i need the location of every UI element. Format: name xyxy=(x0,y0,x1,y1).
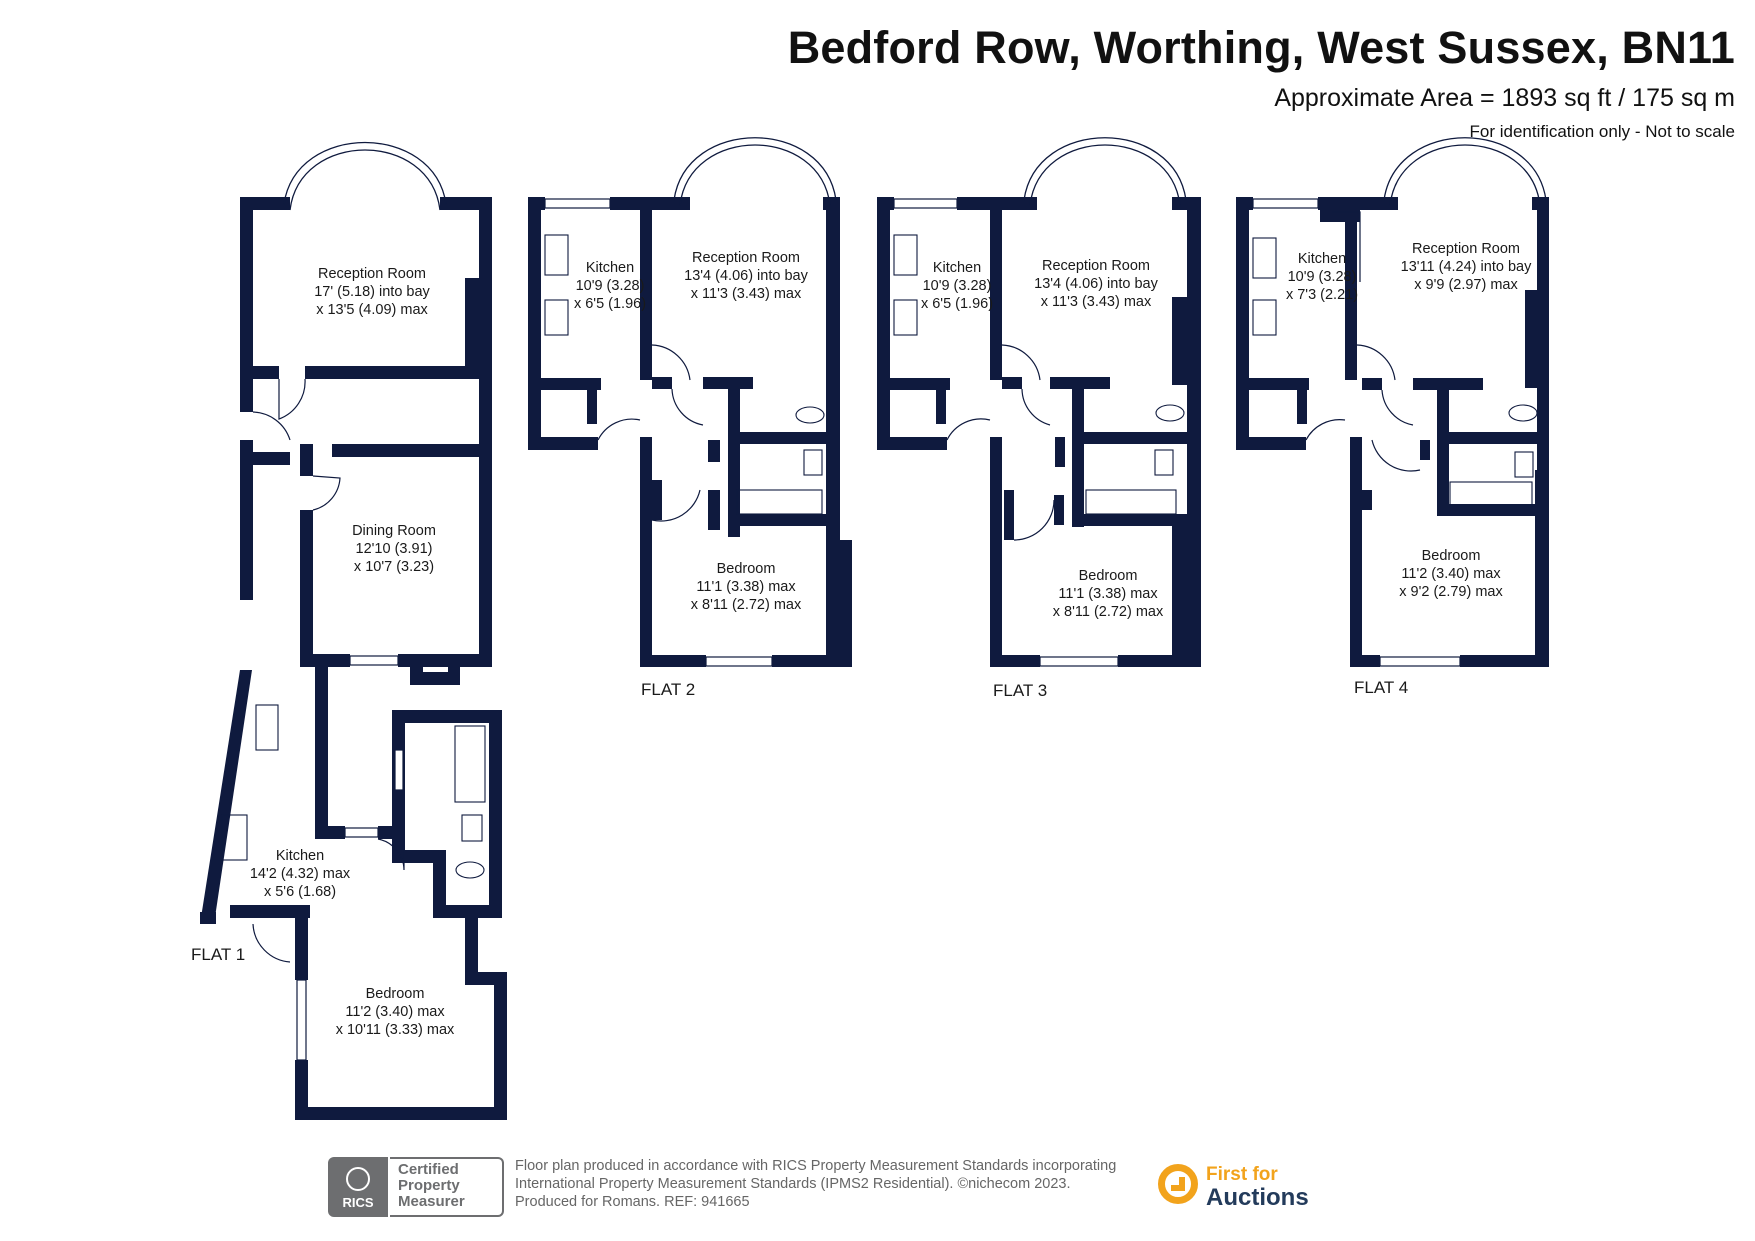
wall-windows xyxy=(296,198,1461,1061)
footer-line: Floor plan produced in accordance with R… xyxy=(515,1158,1117,1174)
rics-wordmark: RICS xyxy=(342,1195,374,1210)
fixtures xyxy=(221,234,1538,879)
rics-emblem-icon xyxy=(346,1167,370,1191)
flat-label: FLAT 2 xyxy=(641,680,695,699)
flat-3-walls xyxy=(877,197,1201,667)
doors xyxy=(252,211,1421,963)
flat-1-walls xyxy=(200,197,507,1120)
flat-label: FLAT 4 xyxy=(1354,678,1408,697)
footer-notes: Floor plan produced in accordance with R… xyxy=(515,1157,1116,1211)
flat-label: FLAT 3 xyxy=(993,681,1047,700)
flat-4-walls xyxy=(1236,197,1549,667)
walls xyxy=(200,197,1549,1120)
page-title: Bedford Row, Worthing, West Sussex, BN11 xyxy=(787,22,1735,73)
footer-line: Produced for Romans. REF: 941665 xyxy=(515,1194,750,1210)
bay-windows xyxy=(283,137,1547,211)
flat-label: FLAT 1 xyxy=(191,945,245,964)
cert-line: Certified xyxy=(398,1161,459,1178)
ffa-ring-icon xyxy=(1158,1164,1198,1204)
certified-measurer-text: Certified Property Measurer xyxy=(390,1157,504,1217)
first-for-auctions-logo: First for Auctions xyxy=(1158,1162,1328,1212)
ffa-line2: Auctions xyxy=(1206,1184,1309,1211)
disclaimer: For identification only - Not to scale xyxy=(1469,122,1735,141)
cert-line: Property xyxy=(398,1177,460,1194)
rics-certified-badge: RICS Certified Property Measurer xyxy=(328,1157,504,1217)
cert-line: Measurer xyxy=(398,1193,465,1210)
ffa-line1: First for xyxy=(1206,1164,1278,1185)
rics-logo: RICS xyxy=(328,1157,388,1217)
flat-2-walls xyxy=(528,197,852,667)
footer-line: International Property Measurement Stand… xyxy=(515,1176,1071,1192)
approximate-area: Approximate Area = 1893 sq ft / 175 sq m xyxy=(1274,84,1735,112)
flat-labels: FLAT 1 FLAT 2 FLAT 3 FLAT 4 xyxy=(191,678,1408,964)
